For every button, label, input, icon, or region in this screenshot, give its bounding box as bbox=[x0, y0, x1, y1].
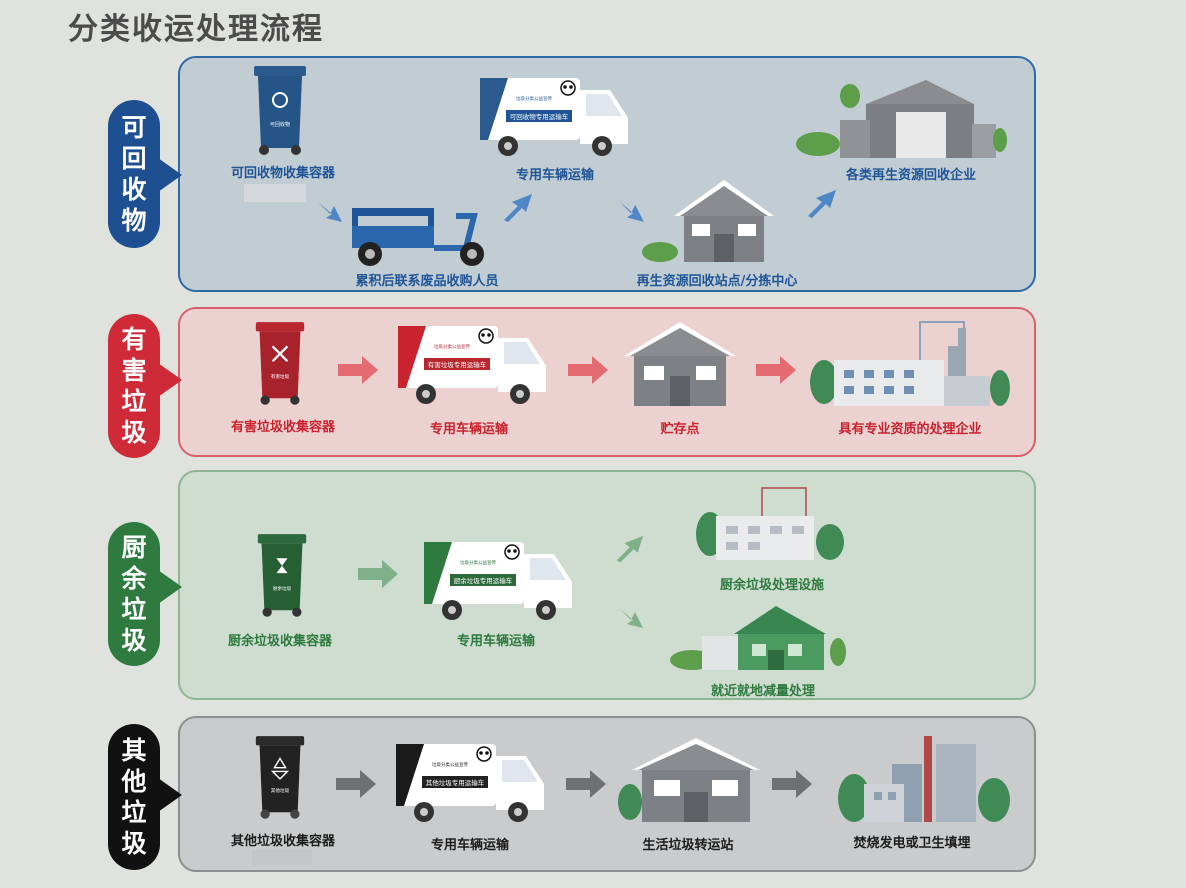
hazardous-bin-icon: 有害垃圾 bbox=[255, 322, 305, 405]
hazardous-tag: 有 害 垃 圾 bbox=[108, 314, 160, 458]
local-treatment-label: 就近就地减量处理 bbox=[710, 684, 816, 699]
arrow-up-right-icon bbox=[808, 190, 836, 218]
truck-sign: 厨余垃圾专用运输车 bbox=[454, 576, 513, 585]
other-bin-icon: 其他垃圾 bbox=[255, 736, 305, 819]
truck-sign: 可回收物专用运输车 bbox=[510, 112, 569, 121]
incineration-landfill-label: 焚烧发电或卫生填埋 bbox=[853, 836, 971, 851]
bin-text: 厨余垃圾 bbox=[273, 585, 292, 592]
arrow-right-icon bbox=[336, 770, 376, 798]
recycling-enterprise-icon bbox=[796, 80, 1007, 158]
tag-char: 厨 bbox=[121, 533, 147, 562]
storage-point-icon bbox=[624, 322, 736, 406]
kitchen-tag-pointer bbox=[158, 570, 182, 604]
other-bin-label: 其他垃圾收集容器 bbox=[230, 834, 336, 849]
tag-char: 垃 bbox=[121, 595, 147, 624]
other-tag-pointer bbox=[158, 778, 182, 812]
kitchen-facility-label: 厨余垃圾处理设施 bbox=[719, 578, 825, 593]
blurred-area bbox=[252, 850, 312, 866]
hazardous-bin-label: 有害垃圾收集容器 bbox=[230, 420, 336, 435]
tag-char: 圾 bbox=[121, 418, 147, 447]
kitchen-facility-icon bbox=[696, 487, 844, 560]
other-truck-icon: 其他垃圾专用运输车 垃圾分类公益宣传 bbox=[396, 744, 544, 822]
tag-char: 收 bbox=[121, 175, 147, 204]
tag-char: 垃 bbox=[121, 387, 147, 416]
tag-char: 有 bbox=[121, 325, 147, 354]
tag-char: 他 bbox=[121, 767, 147, 796]
collector-label: 累积后联系废品收购人员 bbox=[355, 274, 499, 289]
arrow-down-right-icon bbox=[316, 200, 342, 222]
truck-small-text: 垃圾分类公益宣传 bbox=[432, 761, 468, 768]
recycling-enterprise-label: 各类再生资源回收企业 bbox=[845, 168, 977, 183]
kitchen-truck-icon: 厨余垃圾专用运输车 垃圾分类公益宣传 bbox=[424, 542, 572, 620]
arrow-down-right-icon bbox=[616, 198, 644, 222]
arrow-up-right-icon bbox=[504, 194, 532, 222]
kitchen-panel bbox=[178, 470, 1036, 700]
incineration-landfill-icon bbox=[838, 736, 1010, 822]
bin-text: 有害垃圾 bbox=[271, 373, 290, 380]
recyclable-bin-icon: 可回收物 bbox=[254, 66, 306, 155]
tag-char: 物 bbox=[121, 206, 147, 235]
page-title: 分类收运处理流程 bbox=[68, 12, 324, 47]
tag-char: 害 bbox=[121, 356, 147, 385]
arrow-right-icon bbox=[756, 356, 796, 384]
hazardous-tag-pointer bbox=[158, 363, 182, 397]
tag-char: 回 bbox=[121, 144, 147, 173]
truck-small-text: 垃圾分类公益宣传 bbox=[516, 95, 552, 102]
kitchen-truck-label: 专用车辆运输 bbox=[456, 634, 536, 649]
blurred-area bbox=[244, 184, 306, 202]
recyclable-tag: 可 回 收 物 bbox=[108, 100, 160, 248]
arrow-right-icon bbox=[358, 560, 398, 588]
recyclable-truck-label: 专用车辆运输 bbox=[515, 168, 595, 183]
tag-char: 其 bbox=[121, 736, 147, 765]
tag-char: 垃 bbox=[121, 798, 147, 827]
recyclable-bin-label: 可回收物收集容器 bbox=[230, 166, 336, 181]
tricycle-icon bbox=[352, 208, 484, 266]
local-treatment-icon bbox=[670, 606, 846, 670]
recyclable-tag-pointer bbox=[158, 158, 182, 192]
hazardous-enterprise-label: 具有专业资质的处理企业 bbox=[838, 422, 982, 437]
arrow-right-icon bbox=[568, 356, 608, 384]
other-tag: 其 他 垃 圾 bbox=[108, 724, 160, 870]
bin-text: 可回收物 bbox=[270, 121, 290, 128]
hazardous-enterprise-icon bbox=[810, 321, 1010, 406]
truck-small-text: 垃圾分类公益宣传 bbox=[460, 559, 496, 566]
kitchen-bin-label: 厨余垃圾收集容器 bbox=[227, 634, 333, 649]
other-truck-label: 专用车辆运输 bbox=[430, 838, 510, 853]
kitchen-tag: 厨 余 垃 圾 bbox=[108, 522, 160, 666]
tag-char: 圾 bbox=[121, 829, 147, 858]
tag-char: 可 bbox=[121, 113, 147, 142]
arrow-right-icon bbox=[338, 356, 378, 384]
transfer-station-icon bbox=[618, 738, 760, 822]
arrow-right-icon bbox=[566, 770, 606, 798]
arrow-right-icon bbox=[772, 770, 812, 798]
hazardous-truck-icon: 有害垃圾专用运输车 垃圾分类公益宣传 bbox=[398, 326, 546, 404]
hazardous-truck-label: 专用车辆运输 bbox=[429, 422, 509, 437]
arrow-up-right-icon bbox=[616, 535, 644, 563]
storage-point-label: 贮存点 bbox=[660, 422, 700, 437]
recycling-station-label: 再生资源回收站点/分拣中心 bbox=[636, 274, 798, 289]
truck-small-text: 垃圾分类公益宣传 bbox=[434, 343, 470, 350]
bin-text: 其他垃圾 bbox=[271, 787, 290, 794]
recyclable-truck-icon: 可回收物专用运输车 垃圾分类公益宣传 bbox=[480, 78, 628, 156]
tag-char: 余 bbox=[121, 564, 147, 593]
arrow-down-right-icon bbox=[617, 606, 643, 628]
tag-char: 圾 bbox=[121, 626, 147, 655]
transfer-station-label: 生活垃圾转运站 bbox=[642, 838, 734, 853]
kitchen-bin-icon: 厨余垃圾 bbox=[257, 534, 307, 617]
truck-sign: 有害垃圾专用运输车 bbox=[428, 360, 487, 369]
truck-sign: 其他垃圾专用运输车 bbox=[426, 778, 485, 787]
recycling-station-icon bbox=[642, 180, 774, 262]
